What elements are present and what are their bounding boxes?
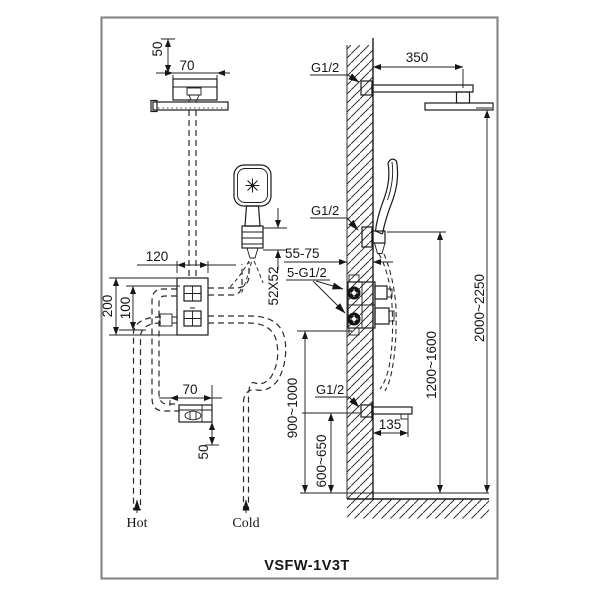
spray-face-icon <box>245 178 260 193</box>
valve-port-icon <box>347 312 361 326</box>
overhead-shower-side <box>360 80 494 111</box>
dim-mixer-height-label: 200 <box>100 295 115 318</box>
dim-arm-length: 350 <box>373 50 464 88</box>
dim-holder-height-label: 1200~1600 <box>424 331 439 399</box>
cold-label: Cold <box>232 516 259 531</box>
hot-supply: Hot <box>127 499 148 531</box>
dim-head-drop: 50 <box>150 38 175 73</box>
floor-hatch <box>347 499 489 519</box>
floor <box>300 492 489 519</box>
model-number-label: VSFW-1V3T <box>264 558 350 574</box>
concealed-piping-front <box>132 262 287 510</box>
wall-section <box>346 38 374 499</box>
front-view: 50 70 120 <box>100 38 287 531</box>
dim-head-height: 2000~2250 <box>472 107 492 493</box>
side-view: G1/2 350 G1/2 <box>284 38 494 519</box>
spray-line <box>228 260 250 289</box>
wall-hatch <box>347 45 373 499</box>
dim-mixer-height: 200 <box>100 277 177 336</box>
drawing-frame <box>100 16 499 580</box>
dim-holder-height: 1200~1600 <box>387 231 446 493</box>
callout-spout-thread: G1/2 <box>315 382 360 408</box>
dim-handset-plate: 52X52 <box>263 208 287 306</box>
spray-line <box>240 261 252 295</box>
dim-spout-drop-label: 50 <box>196 444 211 459</box>
dim-spout-length: 135 <box>373 417 409 437</box>
hot-label: Hot <box>127 516 148 531</box>
spout-side <box>360 403 413 420</box>
dim-spout-length-label: 135 <box>379 417 402 432</box>
dim-spout-width-label: 70 <box>182 382 197 397</box>
dim-head-width: 70 <box>156 58 230 79</box>
hand-shower-side <box>361 158 399 254</box>
dim-arm-length-label: 350 <box>406 50 429 65</box>
spout-thread-label: G1/2 <box>316 382 344 397</box>
callout-arm-thread: G1/2 <box>310 60 360 83</box>
overhead-shower-front <box>150 78 229 113</box>
mixer-valve-side <box>347 274 395 336</box>
hand-shower-front <box>233 164 272 259</box>
dim-spout-width: 70 <box>159 382 222 445</box>
dim-handset-plate-label: 52X52 <box>266 266 281 305</box>
dim-spout-height-label: 600~650 <box>314 435 329 488</box>
dim-head-width-label: 70 <box>179 58 194 73</box>
hose-side <box>378 253 394 390</box>
dim-valve-depth: 55-75 <box>284 246 393 265</box>
cold-supply: Cold <box>232 499 260 531</box>
dim-mixer-width-label: 120 <box>146 249 169 264</box>
dim-mixer-port-spacing: 100 <box>118 285 180 331</box>
spout-front <box>178 404 213 423</box>
dim-head-height-label: 2000~2250 <box>472 274 487 342</box>
dim-valve-height-label: 900~1000 <box>285 378 300 438</box>
holder-thread-label: G1/2 <box>311 203 339 218</box>
valve-port-icon <box>347 286 361 300</box>
dim-mixer-port-spacing-label: 100 <box>118 297 133 320</box>
dim-valve-depth-label: 55-75 <box>285 246 320 261</box>
callout-valve-threads: 5-G1/2 <box>286 265 346 314</box>
dim-head-drop-label: 50 <box>150 41 165 56</box>
dim-spout-height: 600~650 <box>302 412 361 493</box>
dim-mixer-width: 120 <box>137 249 236 273</box>
spray-line <box>253 260 264 284</box>
arm-thread-label: G1/2 <box>311 60 339 75</box>
callout-holder-thread: G1/2 <box>310 203 359 231</box>
dim-valve-height: 900~1000 <box>285 330 352 493</box>
dim-spout-drop: 50 <box>196 422 219 460</box>
hose-side <box>383 253 397 392</box>
mixer-valve-front <box>159 277 209 336</box>
valve-threads-label: 5-G1/2 <box>287 265 327 280</box>
